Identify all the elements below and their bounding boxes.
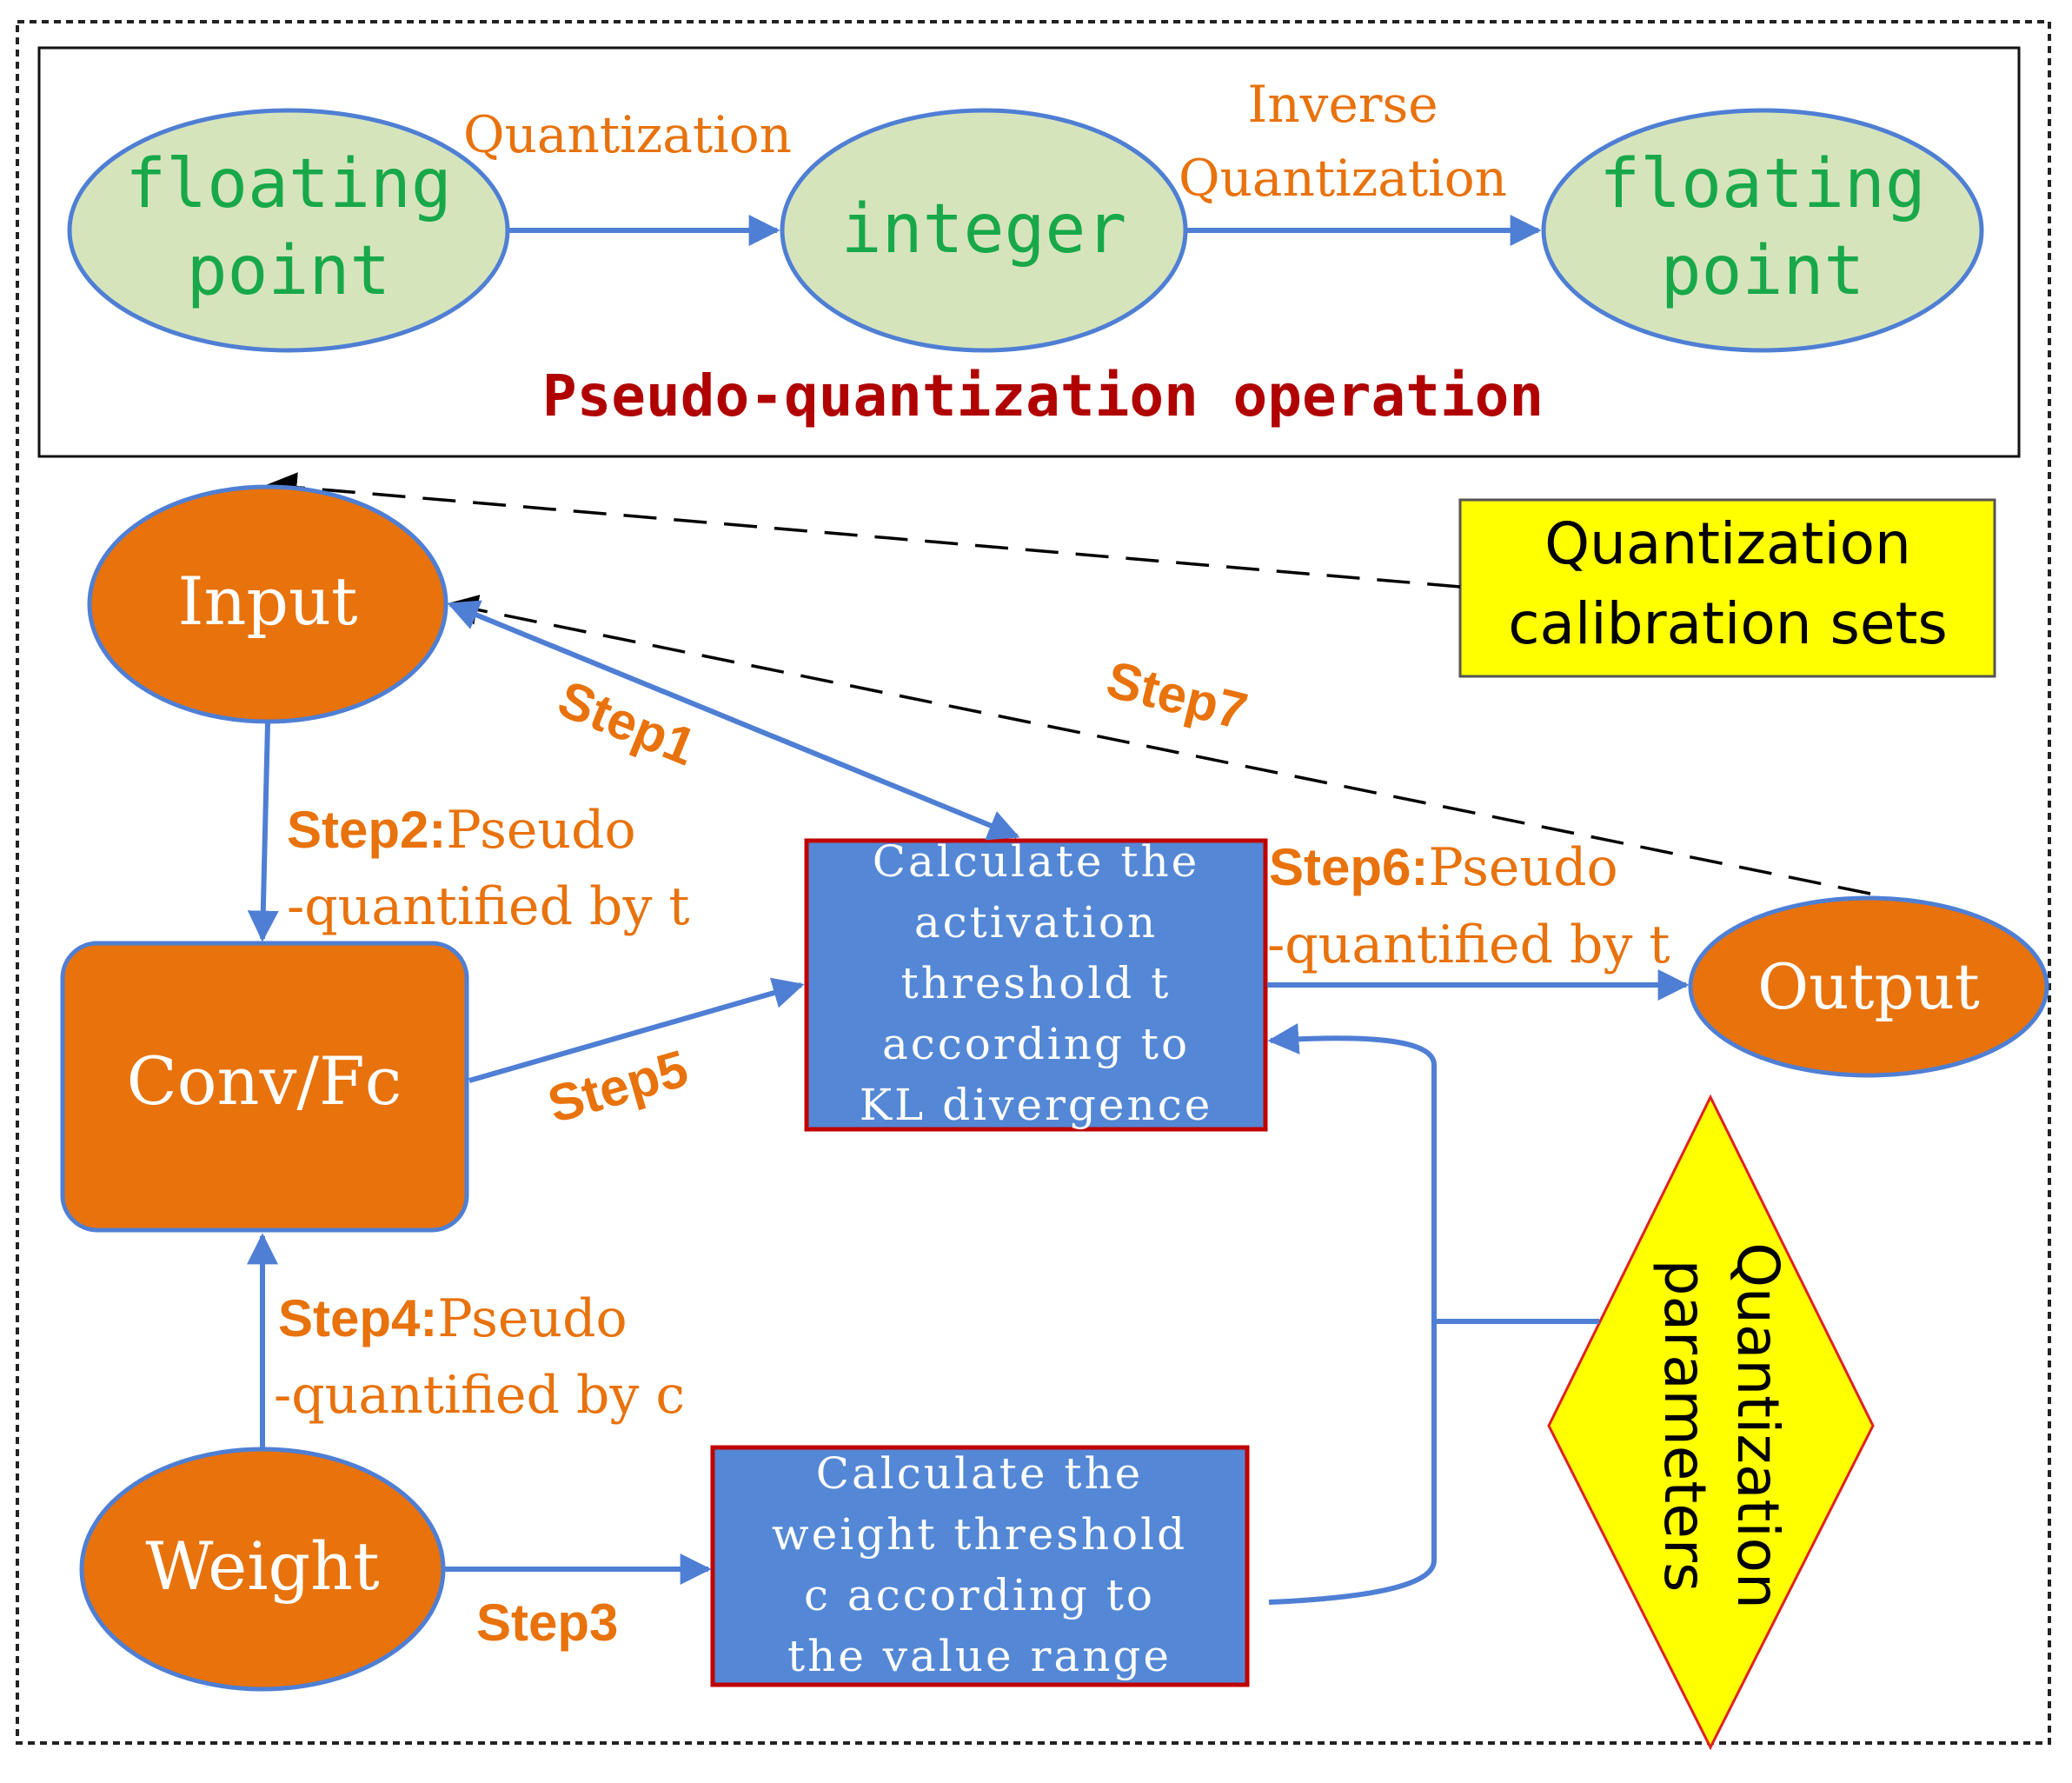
step4-label-line2: -quantified by c xyxy=(274,1365,685,1426)
calibration-line2: calibration sets xyxy=(1508,590,1948,657)
conv-fc-node xyxy=(60,941,469,1233)
step2-label-line2: -quantified by t xyxy=(287,876,690,937)
activation-line: Calculate the xyxy=(873,836,1200,887)
output-node xyxy=(1688,895,2049,1078)
floating-point-left-line2: point xyxy=(187,232,391,310)
step5-arrow xyxy=(468,977,805,1083)
integer-node xyxy=(780,108,1188,353)
floating-point-right-line2: point xyxy=(1661,232,1865,310)
calibration-line1: Quantization xyxy=(1544,510,1911,577)
activation-line: activation xyxy=(914,897,1158,948)
inverse-label-line2: Quantization xyxy=(1179,149,1507,208)
weight-box-line: the value range xyxy=(787,1631,1172,1681)
step4-label-line1: Step4:Pseudo xyxy=(278,1288,628,1349)
step2-arrow xyxy=(247,722,279,942)
step2-rest: Pseudo xyxy=(446,800,635,861)
activation-line: according to xyxy=(882,1019,1190,1069)
step7-dashed-arrow xyxy=(447,595,1871,895)
activation-line: KL divergence xyxy=(860,1080,1213,1130)
calibration-sets-box xyxy=(1458,498,1996,678)
activation-threshold-text: Calculate the activation threshold t acc… xyxy=(860,836,1213,1130)
output-label: Output xyxy=(1757,950,1980,1023)
weight-threshold-text: Calculate the weight threshold c accordi… xyxy=(772,1448,1187,1681)
step6-rest: Pseudo xyxy=(1428,837,1617,898)
step2-label-line1: Step2:Pseudo xyxy=(287,800,636,861)
activation-line: threshold t xyxy=(901,958,1172,1008)
floating-point-node-right xyxy=(1541,108,1984,353)
step6-label-line1: Step6:Pseudo xyxy=(1269,837,1618,898)
weight-box-line: c according to xyxy=(804,1570,1155,1620)
panel-caption: Pseudo-quantization operation xyxy=(542,363,1544,429)
floating-point-node-left xyxy=(67,108,510,353)
weight-box-line: Calculate the xyxy=(816,1448,1144,1499)
step1-arrow xyxy=(447,600,1020,841)
parameters-line1: Quantization xyxy=(1724,1242,1791,1609)
input-label: Input xyxy=(177,562,357,640)
weight-box-to-activation-connector xyxy=(1267,1022,1437,1605)
step1-label: Step1 xyxy=(550,669,704,776)
weight-threshold-box xyxy=(710,1445,1250,1687)
step6-bold: Step6: xyxy=(1269,838,1428,896)
step4-rest: Pseudo xyxy=(437,1288,627,1349)
quantization-parameters-diamond xyxy=(1547,1094,1875,1751)
step6-label-line2: -quantified by t xyxy=(1267,915,1670,975)
quantization-arrow-label: Quantization xyxy=(463,105,792,164)
step4-bold: Step4: xyxy=(278,1289,437,1347)
floating-point-left-line1: floating xyxy=(125,145,452,223)
conv-fc-label: Conv/Fc xyxy=(127,1042,402,1120)
weight-box-line: weight threshold xyxy=(772,1509,1187,1560)
step3-label: Step3 xyxy=(476,1593,618,1652)
integer-label: integer xyxy=(841,190,1127,269)
step7-label: Step7 xyxy=(1101,650,1253,742)
weight-label: Weight xyxy=(145,1527,379,1605)
step2-bold: Step2: xyxy=(287,801,446,859)
calibration-to-panel-dashed-arrow xyxy=(266,472,1461,589)
activation-threshold-box xyxy=(804,838,1268,1132)
parameters-line2: parameters xyxy=(1651,1260,1718,1593)
floating-point-right-line1: floating xyxy=(1599,145,1926,223)
input-node xyxy=(87,484,448,724)
outer-frame xyxy=(16,20,2051,1745)
quantization-parameters-text: Quantization parameters xyxy=(1651,1242,1791,1609)
inverse-label-line1: Inverse xyxy=(1247,75,1438,134)
